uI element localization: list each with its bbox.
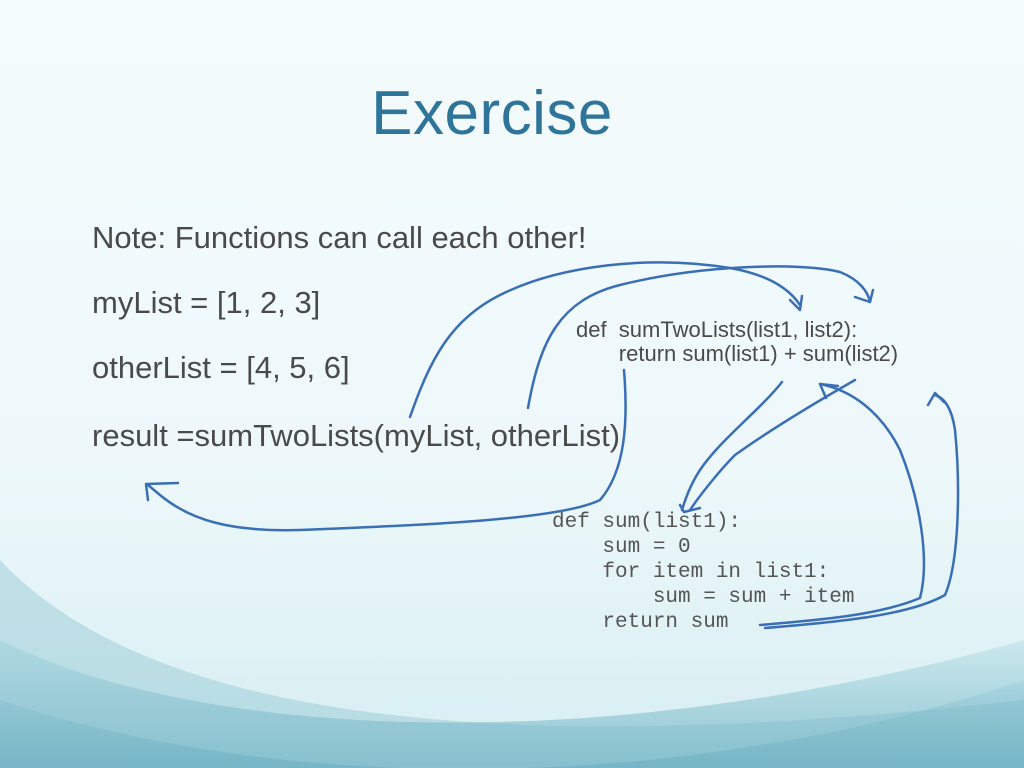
mylist-line: myList = [1, 2, 3]: [92, 285, 321, 320]
code-line: return sum(list1) + sum(list2): [576, 341, 899, 366]
code-line: def sum(list1):: [552, 511, 742, 534]
note-line: Note: Functions can call each other!: [92, 220, 587, 255]
sumtwolists-definition: def sumTwoLists(list1, list2): return su…: [576, 318, 898, 366]
result-line: result =sumTwoLists(myList, otherList): [92, 418, 621, 453]
code-line: sum = 0: [552, 536, 691, 559]
code-line: for item in list1:: [552, 561, 830, 584]
slide-title: Exercise: [371, 79, 613, 148]
code-line: def sumTwoLists(list1, list2):: [576, 317, 858, 342]
code-line: sum = sum + item: [552, 586, 855, 609]
otherlist-line: otherList = [4, 5, 6]: [92, 350, 350, 385]
sum-definition: def sum(list1): sum = 0 for item in list…: [552, 510, 854, 635]
code-line: return sum: [552, 611, 729, 634]
